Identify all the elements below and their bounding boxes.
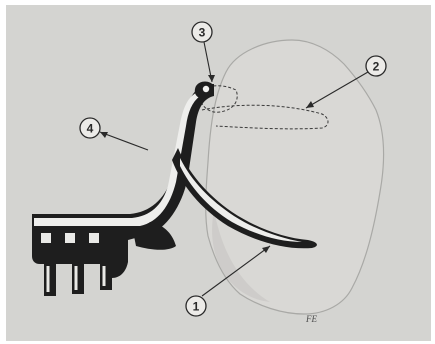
framework-window-1 — [40, 232, 52, 244]
occlusal-rest-highlight — [203, 86, 209, 92]
callout-3-label: 3 — [199, 26, 206, 40]
callout-1-label: 1 — [193, 300, 200, 314]
callout-4: 4 — [80, 118, 100, 138]
callout-4-label: 4 — [87, 122, 94, 136]
callout-3: 3 — [192, 22, 212, 42]
framework-window-2 — [64, 232, 76, 244]
callout-1: 1 — [186, 296, 206, 316]
callout-2: 2 — [366, 56, 386, 76]
callout-2-label: 2 — [373, 60, 380, 74]
framework-window-3 — [88, 232, 100, 244]
artist-signature: FE — [305, 314, 317, 324]
